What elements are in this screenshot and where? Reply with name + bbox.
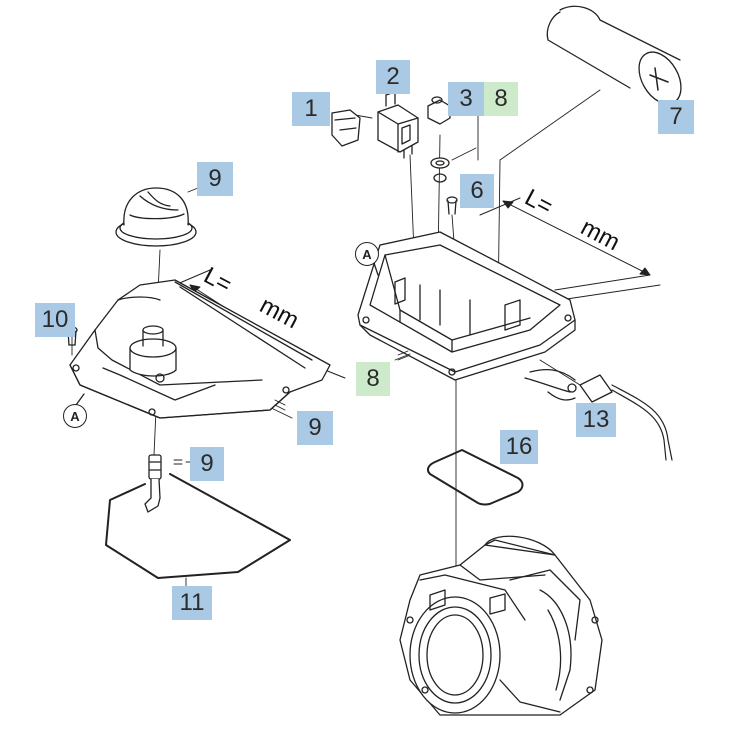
reference-marker-right: A	[355, 242, 379, 266]
callout-11[interactable]: 11	[172, 586, 212, 620]
callout-6[interactable]: 6	[460, 174, 494, 208]
callout-13[interactable]: 13	[576, 403, 616, 437]
reference-marker-left: A	[63, 404, 87, 428]
part-9-nozzle	[144, 454, 162, 513]
callout-8-lower[interactable]: 8	[356, 362, 390, 396]
callout-2[interactable]: 2	[376, 60, 410, 94]
part-6-screw	[446, 196, 458, 215]
part-8-washer	[430, 157, 450, 183]
small-marks	[173, 350, 409, 465]
callout-9-right[interactable]: 9	[297, 411, 333, 445]
callout-3[interactable]: 3	[448, 82, 484, 116]
marker-left-leader	[75, 393, 85, 406]
callout-9-bottom[interactable]: 9	[190, 447, 224, 481]
right-box-housing	[357, 231, 576, 381]
part-2-switch-block	[377, 91, 419, 159]
motor-pump-housing	[399, 535, 603, 716]
part-9-dome-cap	[115, 187, 197, 247]
dimension-line-right	[479, 197, 661, 301]
part-1-switch-plate	[331, 109, 361, 147]
callout-1[interactable]: 1	[292, 92, 330, 126]
part-16-gasket	[426, 449, 524, 506]
callout-8-upper[interactable]: 8	[484, 82, 518, 116]
callout-10[interactable]: 10	[35, 303, 75, 337]
part-3-small-switch	[427, 96, 451, 125]
part-7-capacitor	[546, 5, 690, 105]
left-cover-housing	[69, 279, 331, 419]
part-13-cable	[524, 368, 673, 461]
callout-7[interactable]: 7	[658, 100, 694, 134]
part-11-gasket	[105, 473, 291, 579]
callout-16[interactable]: 16	[500, 430, 538, 464]
callout-9-top[interactable]: 9	[197, 162, 233, 196]
